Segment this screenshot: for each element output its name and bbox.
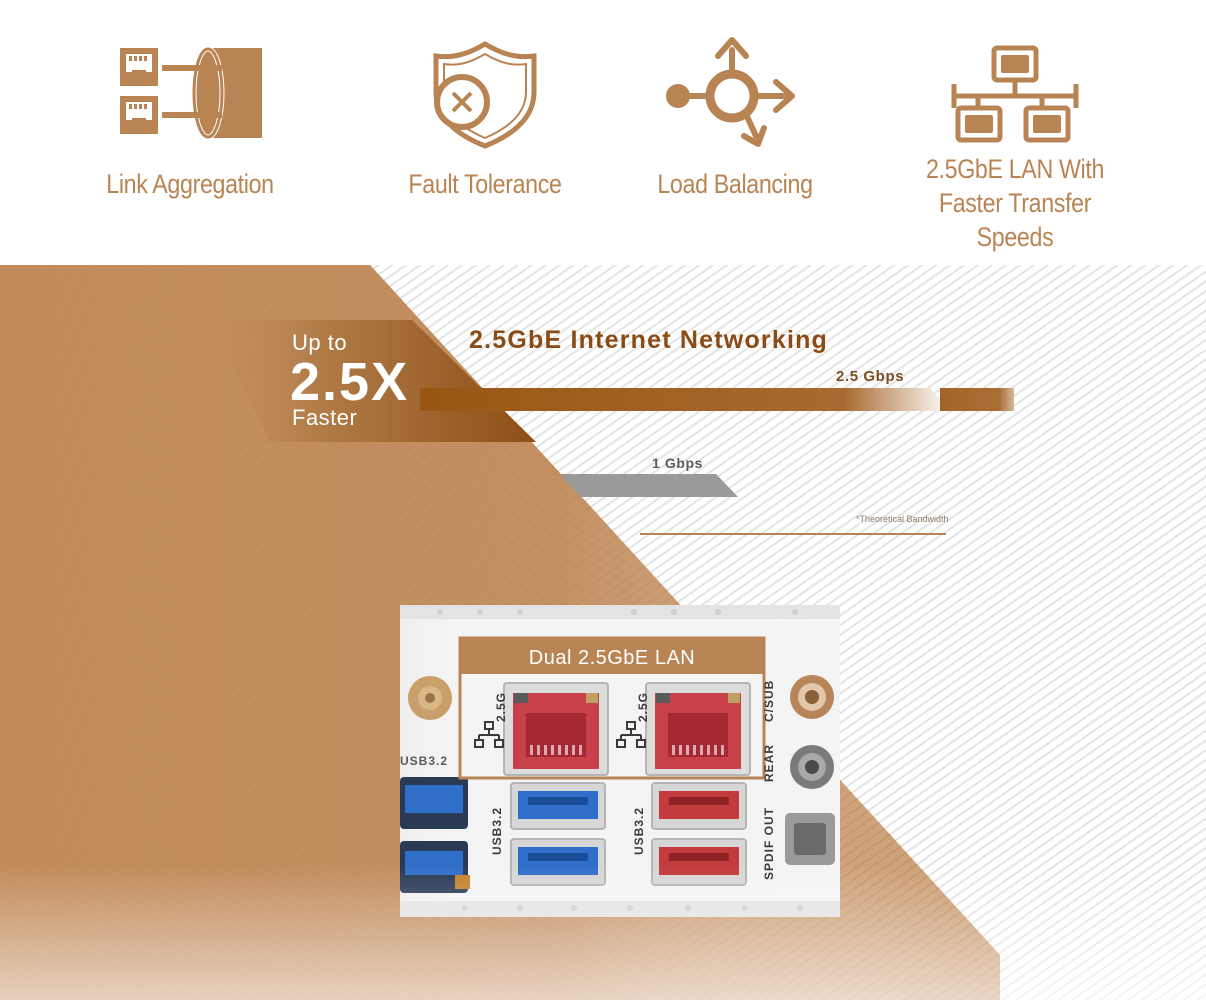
dual-lan-label: Dual 2.5GbE LAN — [528, 647, 696, 669]
lan-network-icon — [474, 721, 504, 748]
shield-cross-icon — [433, 41, 537, 149]
feature-label-25gbe-lan: 2.5GbE LAN With Faster Transfer Speeds — [925, 154, 1105, 252]
usb-port-label-2: USB3.2 — [632, 806, 646, 855]
load-balancing-icon — [666, 37, 795, 147]
feature-link-aggregation: Link Aggregation — [80, 40, 300, 210]
spdif-out-label: SPDIF OUT — [762, 806, 776, 880]
feature-row: Link Aggregation Fault Tolerance — [0, 0, 1206, 252]
feature-label-link-aggregation: Link Aggregation — [106, 169, 274, 199]
badge-multiplier: 2.5X — [290, 352, 410, 412]
feature-label-load-balancing: Load Balancing — [657, 169, 813, 199]
hero-section — [0, 265, 1206, 1000]
hero-background — [0, 265, 1206, 1000]
networking-title: 2.5GbE Internet Networking — [469, 326, 829, 354]
feature-load-balancing: Load Balancing — [630, 36, 840, 210]
network-tree-icon — [951, 45, 1079, 143]
lan-port-label-2: 2.5G — [636, 691, 650, 722]
bar-label-25gbps: 2.5 Gbps — [836, 368, 905, 385]
feature-label-fault-tolerance: Fault Tolerance — [408, 169, 562, 199]
link-aggregation-icon — [120, 46, 262, 140]
feature-25gbe-lan: 2.5GbE LAN With Faster Transfer Speeds — [880, 44, 1150, 252]
badge-up-to: Up to — [292, 330, 348, 355]
left-usb-label: USB3.2 — [400, 754, 449, 768]
bar-label-1gbps: 1 Gbps — [652, 455, 704, 471]
lan-port-label-1: 2.5G — [494, 691, 508, 722]
lan-network-icon — [616, 721, 646, 748]
c-sub-label: C/SUB — [762, 679, 776, 722]
bandwidth-footnote: *Theoretical Bandwidth — [856, 514, 949, 524]
feature-fault-tolerance: Fault Tolerance — [370, 40, 600, 210]
rear-label: REAR — [762, 743, 776, 782]
usb-port-label-1: USB3.2 — [490, 806, 504, 855]
badge-faster: Faster — [292, 405, 358, 430]
